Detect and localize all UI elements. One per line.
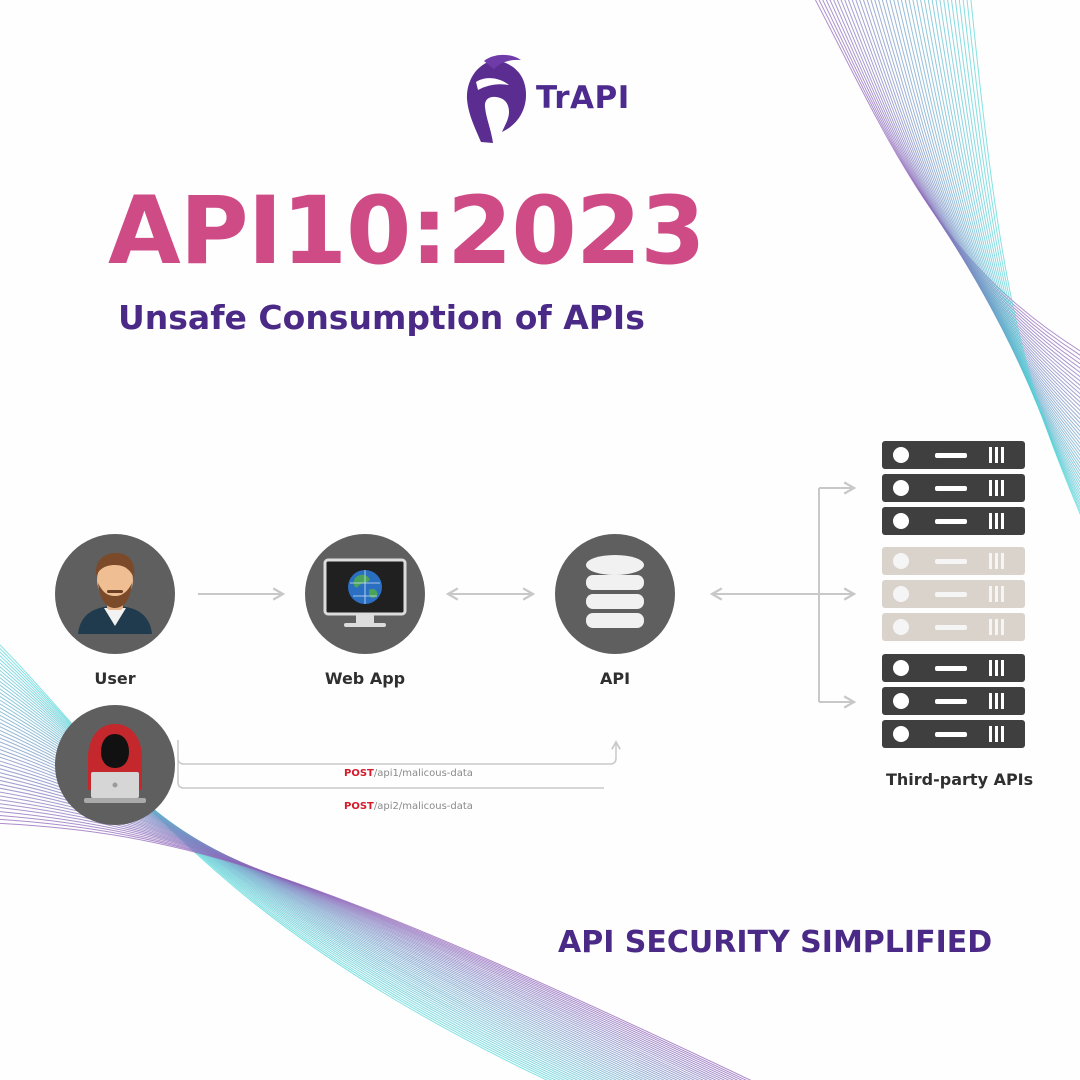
request-1-path: /api1/malicous-data	[373, 768, 473, 779]
server-unit	[882, 654, 1025, 682]
third-party-apis-label: Third-party APIs	[886, 770, 1034, 789]
request-1-method: POST	[344, 768, 374, 779]
api-label: API	[599, 669, 631, 688]
user-avatar-icon	[78, 553, 152, 634]
page-title: API10:2023	[108, 177, 706, 286]
server-unit	[882, 547, 1025, 575]
user-node	[55, 534, 175, 654]
server-rack-icon	[882, 441, 1025, 748]
attacker-node	[55, 705, 175, 825]
spartan-helmet-icon	[466, 54, 526, 143]
brand-logo: TrAPI	[460, 52, 660, 148]
request-2-method: POST	[344, 801, 374, 812]
database-icon	[586, 555, 644, 628]
web-app-label: Web App	[324, 669, 406, 688]
server-unit	[882, 474, 1025, 502]
hacker-icon	[84, 724, 146, 803]
attacker-request-path-2	[177, 760, 604, 789]
malicious-request-2: POST/api2/malicous-data	[344, 801, 473, 812]
server-unit	[882, 687, 1025, 715]
server-unit	[882, 613, 1025, 641]
attacker-request-path-1	[177, 740, 621, 765]
malicious-request-1: POST/api1/malicous-data	[344, 768, 473, 779]
user-label: User	[94, 669, 136, 688]
server-unit	[882, 720, 1025, 748]
web-app-node	[305, 534, 425, 654]
web-app-monitor-icon	[323, 558, 407, 627]
page-subtitle: Unsafe Consumption of APIs	[118, 298, 645, 337]
server-unit	[882, 507, 1025, 535]
server-unit	[882, 441, 1025, 469]
request-2-path: /api2/malicous-data	[373, 801, 473, 812]
server-unit	[882, 580, 1025, 608]
footer-tagline: API SECURITY SIMPLIFIED	[558, 925, 993, 960]
api-node	[555, 534, 675, 654]
brand-name: TrAPI	[536, 80, 630, 116]
